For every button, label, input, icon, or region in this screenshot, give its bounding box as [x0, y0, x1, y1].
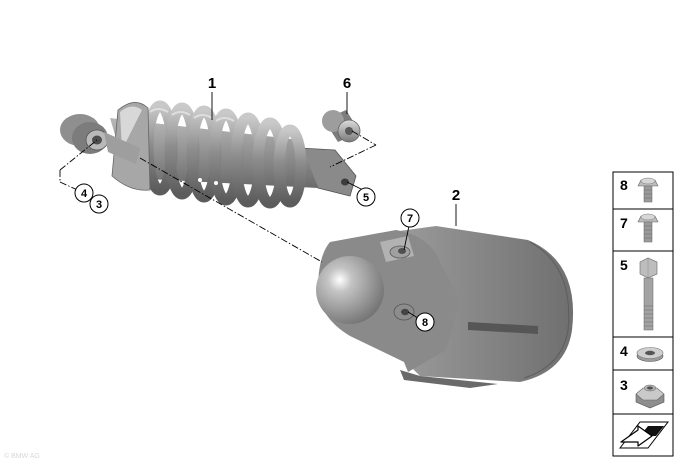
svg-text:6: 6 [343, 75, 351, 92]
cover-illustration [316, 226, 574, 388]
washer-icon [636, 347, 664, 362]
svg-text:8: 8 [422, 317, 428, 329]
hex-bolt-icon [639, 257, 658, 331]
watermark-text: © BMW AG [4, 452, 40, 460]
callout-3[interactable]: 3 [89, 194, 109, 214]
svg-text:3: 3 [96, 199, 102, 211]
side-panel-item-7[interactable]: 7 [620, 213, 659, 243]
hex-nut-icon [635, 384, 665, 409]
side-panel-item-4[interactable]: 4 [620, 343, 664, 362]
spring-coils [142, 100, 307, 209]
side-panel-item-5[interactable]: 5 [620, 257, 658, 331]
bushing-illustration [322, 110, 361, 143]
arrow-plate-icon [618, 421, 670, 449]
svg-text:5: 5 [620, 257, 628, 273]
part-label-1: 1 [208, 75, 216, 92]
leader-lines [211, 92, 457, 319]
callout-8[interactable]: 8 [415, 312, 435, 332]
side-panel: 8 7 5 [612, 171, 674, 457]
part-label-6: 6 [343, 75, 351, 92]
svg-text:2: 2 [452, 187, 460, 204]
svg-text:7: 7 [620, 215, 628, 231]
svg-text:5: 5 [363, 192, 369, 204]
side-panel-item-3[interactable]: 3 [620, 377, 665, 409]
flange-bolt-icon [637, 213, 659, 243]
svg-text:8: 8 [620, 177, 628, 193]
side-panel-item-arrow[interactable] [618, 421, 670, 449]
side-panel-item-8[interactable]: 8 [620, 177, 659, 203]
svg-text:7: 7 [407, 213, 413, 225]
svg-text:4: 4 [81, 188, 88, 200]
svg-text:4: 4 [620, 343, 628, 359]
shock-absorber-illustration [60, 100, 357, 209]
svg-text:1: 1 [208, 75, 216, 92]
part-label-2: 2 [452, 187, 460, 204]
callout-4[interactable]: 4 [74, 183, 94, 203]
flange-bolt-icon [637, 177, 659, 203]
callout-7[interactable]: 7 [400, 208, 420, 228]
svg-text:3: 3 [620, 377, 628, 393]
callout-5[interactable]: 5 [356, 187, 376, 207]
